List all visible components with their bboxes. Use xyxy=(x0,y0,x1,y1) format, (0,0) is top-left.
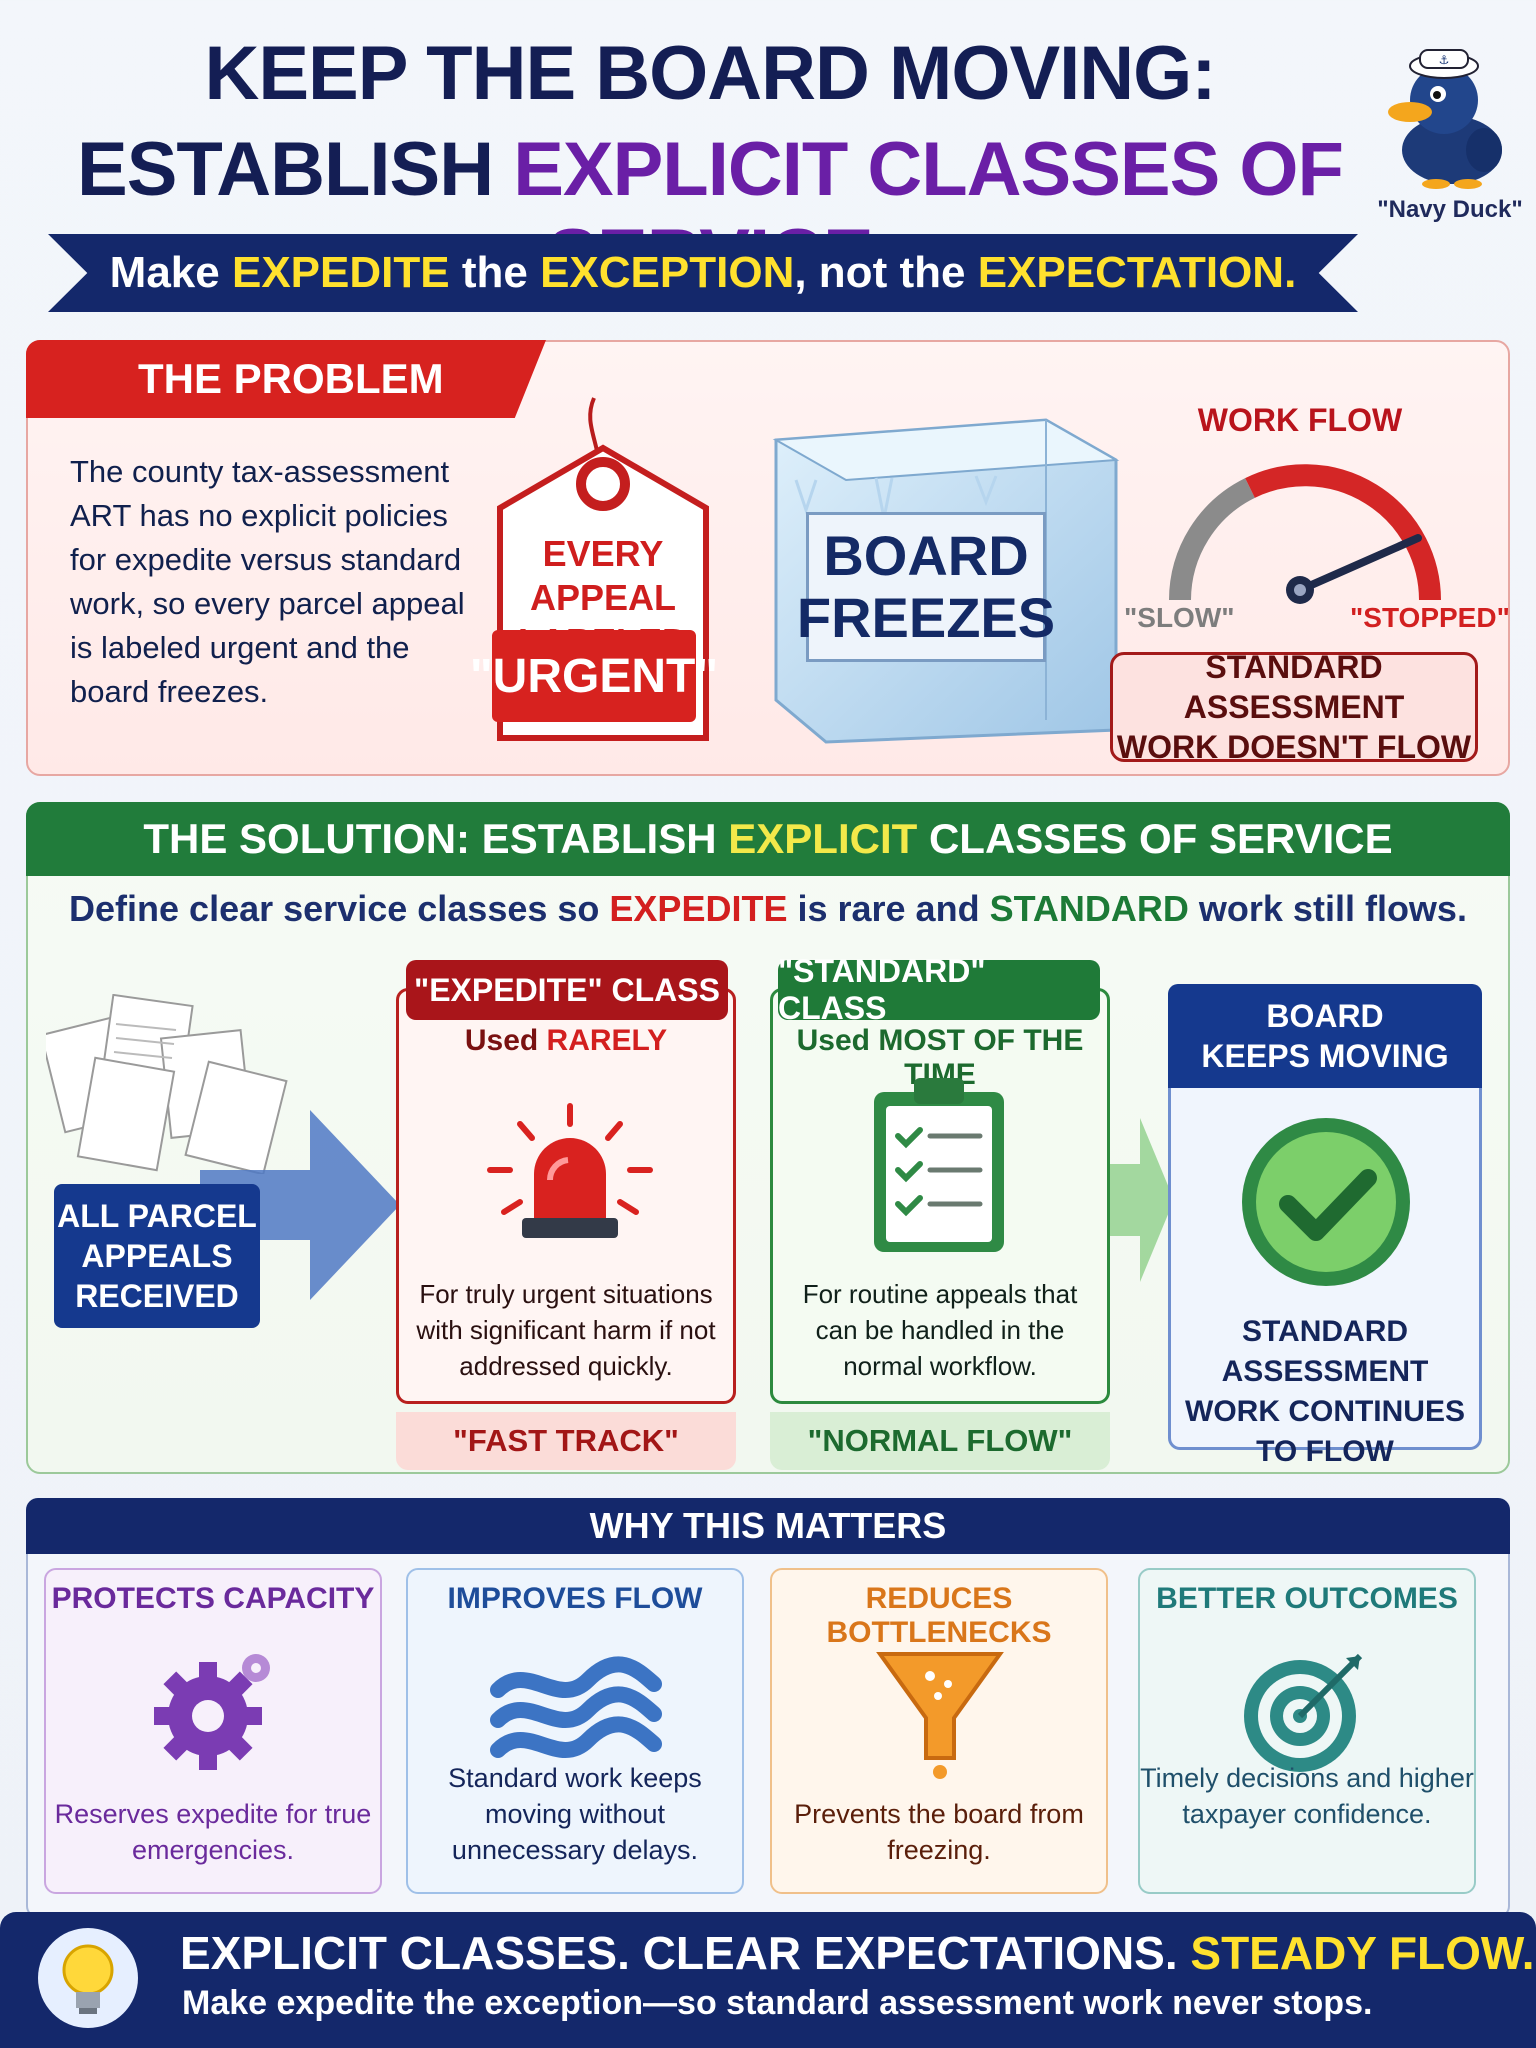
ice-label-line1: BOARD xyxy=(823,524,1029,587)
why-card-description: Timely decisions and higher taxpayer con… xyxy=(1140,1763,1474,1829)
flow-warning-line1: STANDARD ASSESSMENT xyxy=(1183,649,1405,725)
banner-text-4: . xyxy=(1284,248,1297,297)
solution-head-a: THE SOLUTION: ESTABLISH xyxy=(143,815,717,862)
standard-footer: "NORMAL FLOW" xyxy=(770,1412,1110,1470)
solution-head-c: CLASSES OF SERVICE xyxy=(928,815,1393,862)
page-title-line1: KEEP THE BOARD MOVING: xyxy=(204,31,1216,116)
solution-heading: THE SOLUTION: ESTABLISH EXPLICIT CLASSES… xyxy=(26,802,1510,876)
gauge-stopped-label: "STOPPED" xyxy=(1350,602,1510,633)
expedite-usage-keyword: RARELY xyxy=(546,1024,668,1057)
flow-arrow-icon xyxy=(1110,1118,1174,1282)
expedite-footer: "FAST TRACK" xyxy=(396,1412,736,1470)
board-keeps-moving-description: STANDARD ASSESSMENT WORK CONTINUES TO FL… xyxy=(1168,1312,1482,1472)
why-card-title: PROTECTS CAPACITY xyxy=(51,1582,375,1615)
footer-headline-a: EXPLICIT CLASSES. CLEAR EXPECTATIONS. xyxy=(180,1927,1191,1979)
board-freezes-label: BOARD FREEZES xyxy=(797,512,1055,662)
sub-standard: STANDARD xyxy=(989,888,1189,929)
sub-a: Define clear service classes so xyxy=(69,888,610,929)
expedite-class-heading: "EXPEDITE" CLASS xyxy=(406,960,728,1020)
keep-desc-line3: TO FLOW xyxy=(1256,1435,1394,1468)
sub-expedite: EXPEDITE xyxy=(609,888,788,929)
tag-caption-line1: EVERY APPEAL xyxy=(529,533,677,618)
sub-c: is rare and xyxy=(787,888,990,929)
problem-description: The county tax-assessment ART has no exp… xyxy=(70,454,465,709)
why-card-title: REDUCES BOTTLENECKS xyxy=(826,1582,1052,1649)
expedite-description: For truly urgent situations with signifi… xyxy=(416,1279,716,1381)
target-icon xyxy=(1244,1653,1363,1772)
navy-duck-mascot-icon: ⚓ xyxy=(1388,49,1502,189)
board-keeps-moving-heading: BOARD KEEPS MOVING xyxy=(1168,984,1482,1088)
banner-keyword-expectation: EXPECTATION xyxy=(977,248,1285,297)
keep-head-line1: BOARD xyxy=(1266,998,1384,1034)
why-card-description: Prevents the board from freezing. xyxy=(794,1799,1084,1865)
appeals-line2: APPEALS xyxy=(81,1238,233,1274)
banner-keyword-expedite: EXPEDITE xyxy=(231,248,450,297)
flow-warning-box: STANDARD ASSESSMENT WORK DOESN'T FLOW xyxy=(1110,649,1478,765)
why-card-improves-flow xyxy=(406,1568,744,1894)
footer-headline: EXPLICIT CLASSES. CLEAR EXPECTATIONS. ST… xyxy=(180,1926,1535,1980)
keep-head-line2: KEEPS MOVING xyxy=(1201,1038,1449,1074)
banner-text-2: the xyxy=(461,248,528,297)
banner-keyword-exception: EXCEPTION xyxy=(540,248,795,297)
work-flow-gauge-icon xyxy=(1169,464,1441,604)
checkmark-circle-icon xyxy=(1242,1118,1410,1286)
solution-head-b: EXPLICIT xyxy=(728,815,918,862)
lightbulb-icon xyxy=(38,1928,138,2028)
footer-banner xyxy=(0,1912,1536,2048)
flow-warning-line2: WORK DOESN'T FLOW xyxy=(1116,729,1472,765)
banner-text-3: , not the xyxy=(794,248,966,297)
standard-class-heading: "STANDARD" CLASS xyxy=(778,953,1100,1026)
keep-desc-line1: STANDARD ASSESSMENT xyxy=(1221,1315,1429,1388)
checklist-clipboard-icon xyxy=(874,1078,1004,1252)
title-prefix: ESTABLISH xyxy=(77,127,514,212)
keep-desc-line2: WORK CONTINUES xyxy=(1185,1395,1465,1428)
solution-subtitle: Define clear service classes so EXPEDITE… xyxy=(26,888,1510,930)
standard-description: For routine appeals that can be handled … xyxy=(802,1279,1078,1381)
why-card-title: IMPROVES FLOW xyxy=(447,1582,703,1615)
paper-stack-icon xyxy=(46,994,288,1174)
subtitle-banner: Make EXPEDITE the EXCEPTION, not the EXP… xyxy=(48,234,1358,312)
why-card-description: Reserves expedite for true emergencies. xyxy=(54,1799,372,1865)
banner-text-1: Make xyxy=(109,248,220,297)
mascot-caption: "Navy Duck" xyxy=(1377,196,1523,223)
gauge-slow-label: "SLOW" xyxy=(1124,602,1235,633)
sub-e: work still flows. xyxy=(1188,888,1467,929)
footer-tagline: Make expedite the exception—so standard … xyxy=(182,1984,1373,2022)
expedite-usage-prefix: Used xyxy=(464,1024,547,1057)
intake-arrow-icon xyxy=(200,1110,400,1300)
all-appeals-box: ALL PARCEL APPEALS RECEIVED xyxy=(54,1184,260,1328)
gauge-title: WORK FLOW xyxy=(1197,402,1403,438)
appeals-line1: ALL PARCEL xyxy=(57,1198,257,1234)
waves-icon xyxy=(490,1656,662,1758)
siren-icon xyxy=(487,1103,653,1238)
svg-text:⚓: ⚓ xyxy=(1439,53,1450,67)
expedite-usage: Used RARELY xyxy=(396,1024,736,1058)
standard-usage-prefix: Used xyxy=(796,1024,879,1057)
why-heading: WHY THIS MATTERS xyxy=(26,1498,1510,1554)
gear-icon xyxy=(154,1654,270,1770)
problem-tab: THE PROBLEM xyxy=(26,340,546,418)
why-card-description: Standard work keeps moving without unnec… xyxy=(448,1763,702,1865)
footer-headline-b: STEADY FLOW. xyxy=(1190,1927,1535,1979)
urgent-label: "URGENT" xyxy=(470,630,718,722)
funnel-icon xyxy=(876,1652,1004,1779)
appeals-line3: RECEIVED xyxy=(75,1278,239,1314)
why-card-title: BETTER OUTCOMES xyxy=(1156,1582,1458,1615)
ice-label-line2: FREEZES xyxy=(796,586,1056,649)
